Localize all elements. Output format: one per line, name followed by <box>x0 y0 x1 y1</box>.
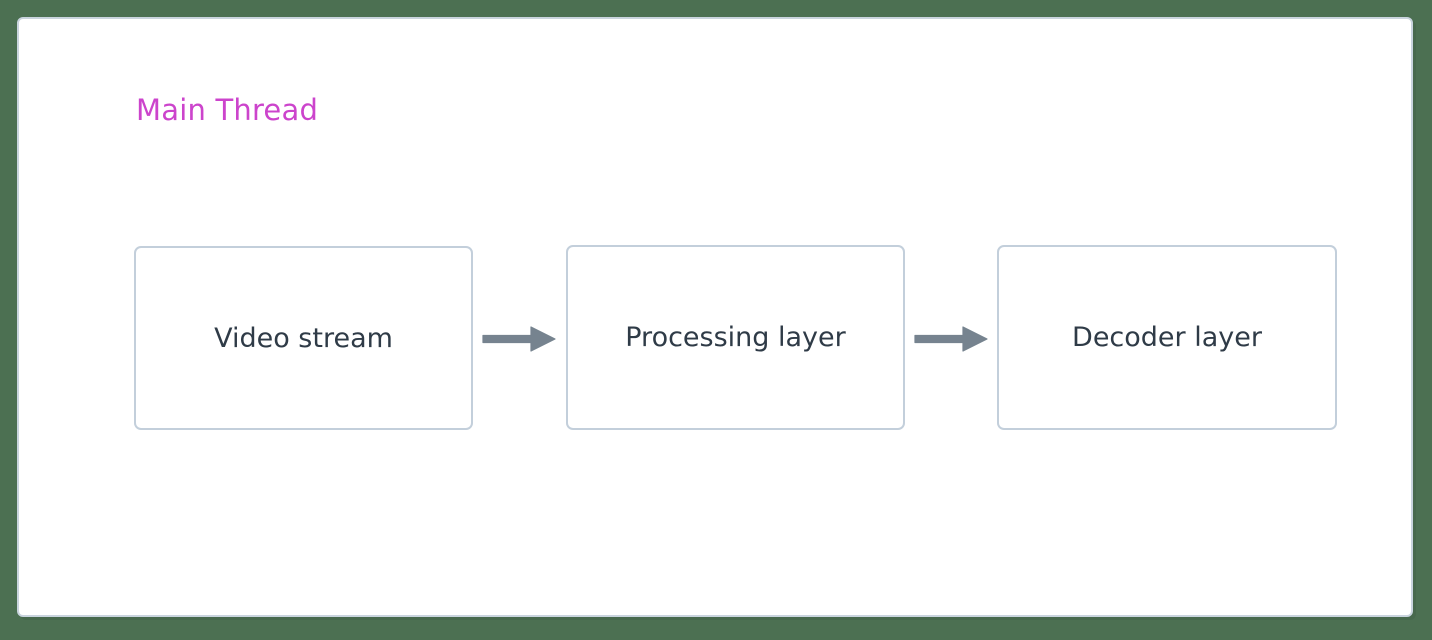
node-video-stream[interactable]: Video stream <box>134 246 473 430</box>
arrow-processing-layer-to-decoder-layer <box>911 320 993 358</box>
subgraph-main-thread: Main Thread Video stream Processing laye… <box>17 17 1413 617</box>
node-decoder-layer-label: Decoder layer <box>1072 322 1262 353</box>
arrow-right-icon <box>914 326 988 352</box>
subgraph-title: Main Thread <box>136 93 319 127</box>
arrow-right-icon <box>482 326 556 352</box>
node-processing-layer[interactable]: Processing layer <box>566 245 905 430</box>
node-video-stream-label: Video stream <box>214 322 393 354</box>
node-processing-layer-label: Processing layer <box>625 322 846 353</box>
arrow-video-stream-to-processing-layer <box>479 320 561 358</box>
node-decoder-layer[interactable]: Decoder layer <box>997 245 1337 430</box>
